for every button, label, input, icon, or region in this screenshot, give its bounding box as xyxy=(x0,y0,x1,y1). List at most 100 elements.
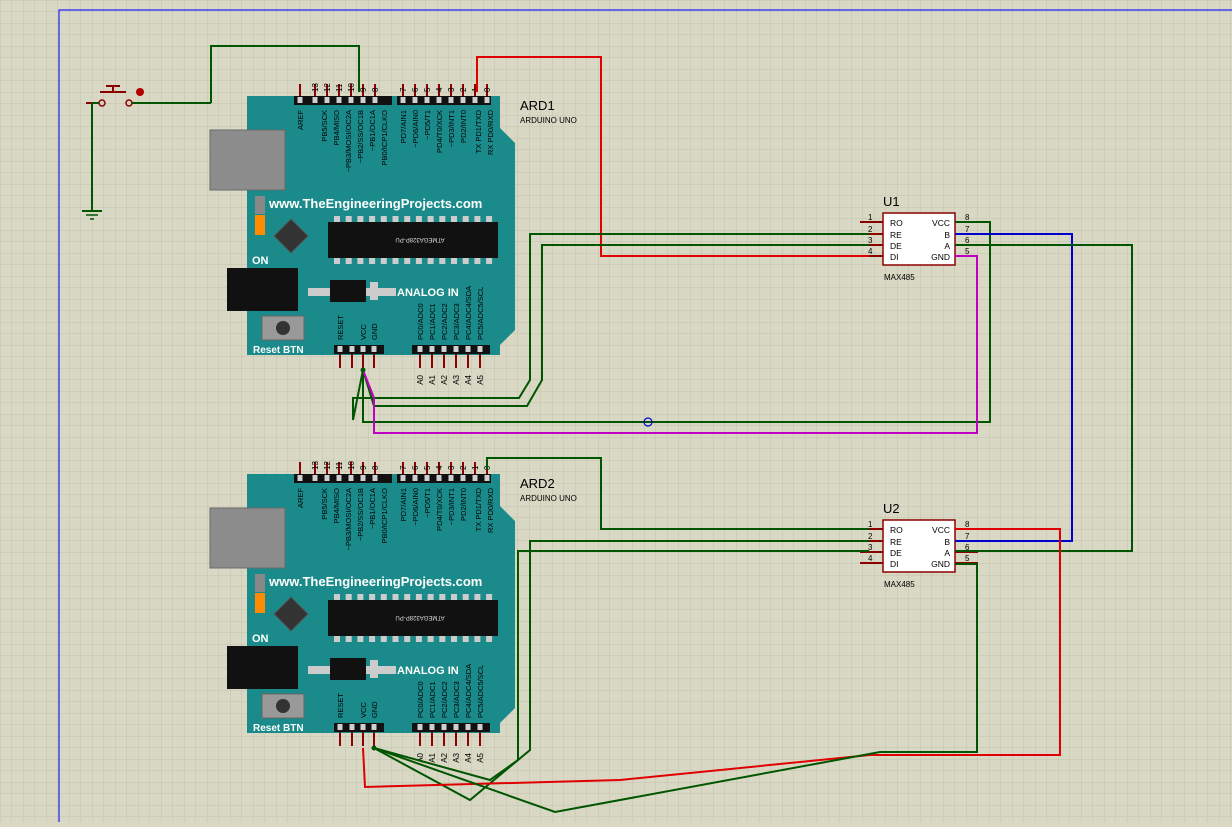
header-pin xyxy=(448,475,454,481)
header-pin xyxy=(453,346,459,352)
header-pin xyxy=(460,475,466,481)
chip-pin xyxy=(486,216,493,222)
power-led xyxy=(255,593,265,613)
pin-number: 0 xyxy=(483,87,492,92)
reset-button-cap xyxy=(276,321,290,335)
pin-name: VCC xyxy=(932,525,950,535)
power-led xyxy=(255,215,265,235)
sheet-border xyxy=(58,9,1232,822)
board-type: ARDUINO UNO xyxy=(520,116,577,125)
pin-name: GND xyxy=(931,252,950,262)
power-jack xyxy=(227,646,298,689)
header-pin xyxy=(337,724,343,730)
wire-u2-re-ard2 xyxy=(373,540,869,802)
pin-label: ~PD6/AIN0 xyxy=(411,110,420,148)
chip-pin xyxy=(462,216,469,222)
analog-pin-label: PC5/ADC5/SCL xyxy=(476,665,485,718)
power-label: ON xyxy=(252,255,269,267)
chip-pin xyxy=(451,216,457,222)
chip-pin xyxy=(357,216,364,222)
chip-pin xyxy=(474,594,481,600)
power-pin-label: GND xyxy=(370,323,379,340)
pin-name: RE xyxy=(890,230,902,240)
chip-pin xyxy=(392,636,399,642)
junction-dot xyxy=(360,367,366,373)
pin-number: 4 xyxy=(435,465,444,470)
pin-number: 7 xyxy=(965,532,970,541)
website-label: www.TheEngineeringProjects.com xyxy=(268,196,482,211)
header-pin xyxy=(424,97,430,103)
chip-pin xyxy=(404,636,411,642)
switch-lever xyxy=(370,660,378,678)
pin-label: ~PB3/MOSI/OC2A xyxy=(344,110,353,172)
header-pin xyxy=(349,724,355,730)
chip-body xyxy=(882,212,956,266)
pin-name: B xyxy=(944,230,950,240)
header-pin xyxy=(297,97,303,103)
header-left xyxy=(294,96,392,105)
header-pin xyxy=(348,475,354,481)
analog-pin-number: A3 xyxy=(452,752,461,762)
wire-u1-de-ard1 xyxy=(362,244,869,407)
wire-u2-gnd xyxy=(373,563,978,814)
arduino-board-2[interactable]: ONwww.TheEngineeringProjects.comATMEGA32… xyxy=(209,461,577,763)
pin-name: DI xyxy=(890,559,899,569)
chip-pin xyxy=(415,258,422,264)
pin-number: 8 xyxy=(371,465,380,470)
wire-u2-vcc xyxy=(362,528,1061,789)
arduino-board-1[interactable]: ONwww.TheEngineeringProjects.comATMEGA32… xyxy=(209,83,577,385)
pin-label: ~PD5/T1 xyxy=(423,488,432,518)
pin-name: A xyxy=(944,241,950,251)
pin-number: 5 xyxy=(965,554,970,563)
junction-dot xyxy=(371,745,377,751)
chip-pin xyxy=(486,258,493,264)
pin-number: 6 xyxy=(965,236,970,245)
header-right xyxy=(397,96,491,105)
junction-marker xyxy=(643,417,653,427)
chip-pin xyxy=(392,594,399,600)
pin-name: VCC xyxy=(932,218,950,228)
header-pin xyxy=(360,724,366,730)
wire-ard1-tx-u1-di xyxy=(476,56,869,257)
pin-label: PB5/SCK xyxy=(320,488,329,520)
analog-pin-number: A2 xyxy=(440,752,449,762)
chip-ref: U1 xyxy=(883,194,900,209)
wire-ard2-rx-u2-ro xyxy=(486,457,869,530)
pin-number: 4 xyxy=(868,247,873,256)
chip-pin xyxy=(451,258,457,264)
power-pin-label: RESET xyxy=(336,693,345,718)
chip-pin xyxy=(451,594,457,600)
header-analog xyxy=(412,345,490,354)
pin-label: TX PD1/TXD xyxy=(474,487,483,531)
header-pin xyxy=(412,97,418,103)
pin-number: 6 xyxy=(411,87,420,92)
header-left xyxy=(294,474,392,483)
chip-pin xyxy=(380,636,387,642)
pin-number: 2 xyxy=(868,225,873,234)
pin-name: RO xyxy=(890,218,903,228)
board-ref: ARD1 xyxy=(520,98,555,113)
header-pin xyxy=(472,97,478,103)
header-pin xyxy=(429,346,435,352)
chip-pin xyxy=(380,216,387,222)
analog-pin-label: PC3/ADC3 xyxy=(452,303,461,340)
power-pin-label: VCC xyxy=(359,702,368,718)
wire-rs485-b xyxy=(955,233,1073,542)
pin-label: ~PD3/INT1 xyxy=(447,110,456,147)
analog-pin-number: A4 xyxy=(464,752,473,762)
chip-pin xyxy=(415,636,422,642)
header-pin xyxy=(429,724,435,730)
pin-label: PD2/INT0 xyxy=(459,110,468,143)
pin-label: PD2/INT0 xyxy=(459,488,468,521)
pin-name: A xyxy=(944,548,950,558)
chip-pin xyxy=(474,258,481,264)
analog-pin-number: A0 xyxy=(416,752,425,762)
chip-pin xyxy=(427,594,434,600)
power-pin-label: RESET xyxy=(336,315,345,340)
header-pin xyxy=(312,475,318,481)
reset-button[interactable] xyxy=(261,693,305,719)
pin-label: PD7/AIN1 xyxy=(399,488,408,521)
